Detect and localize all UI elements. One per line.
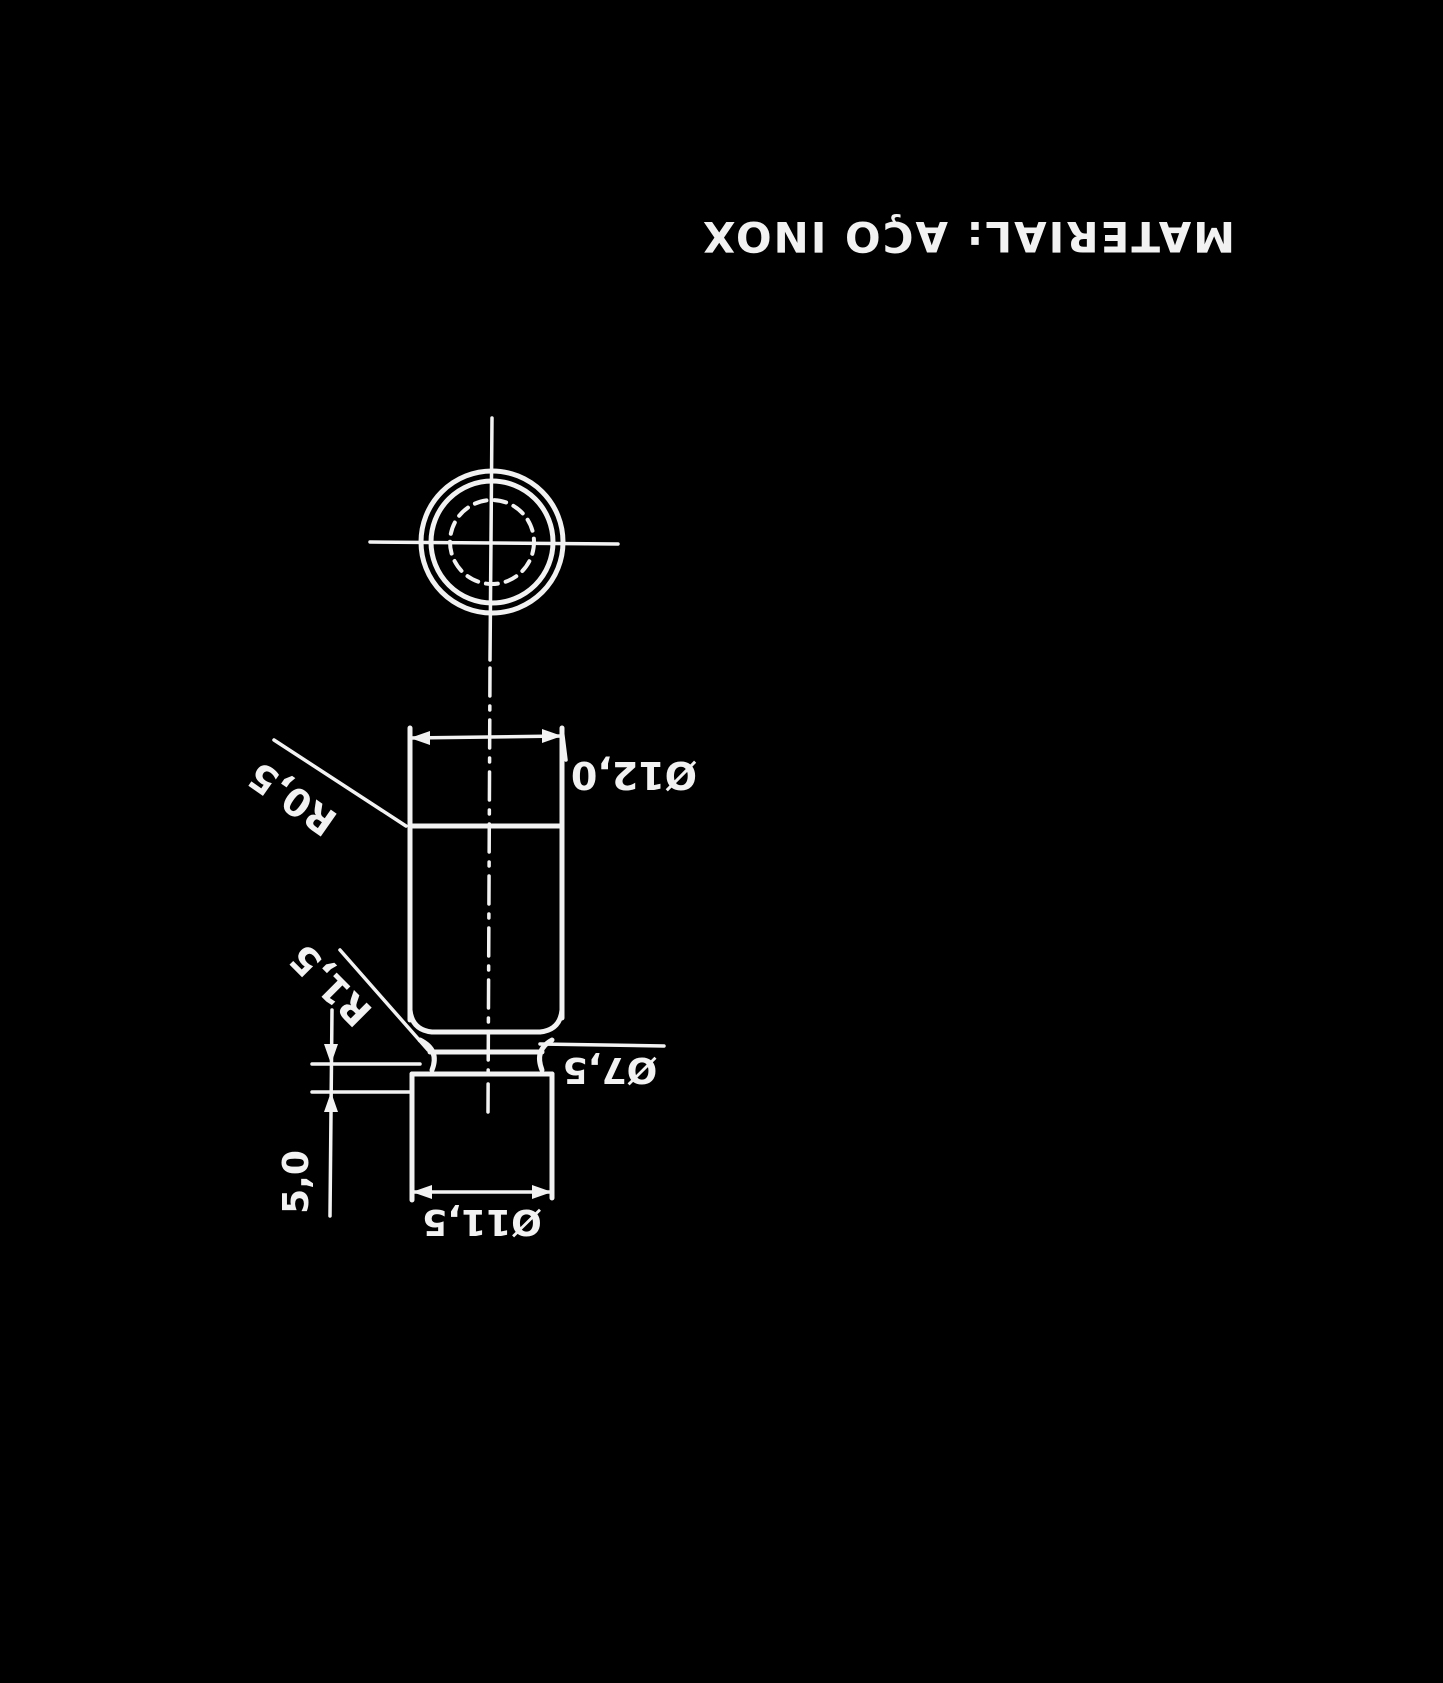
dim-outer-diameter-arrow-left	[410, 731, 430, 745]
end-view-horizontal-centerline	[368, 540, 620, 546]
dim-tip-diameter-label: Ø11,5	[422, 1201, 541, 1242]
axis-centerline	[486, 666, 492, 1114]
dim-tip-length-label: 5,0	[276, 1150, 317, 1214]
dim-groove-radius-leader	[338, 948, 430, 1052]
dim-tip-length-arrow-bottom	[324, 1092, 338, 1112]
body-bottom-right-fillet	[537, 1007, 565, 1035]
dim-outer-diameter-arrow-right	[542, 729, 562, 743]
dim-tip-length-line	[328, 1008, 334, 1218]
end-view-vertical-centerline	[488, 416, 494, 662]
dim-outer-diameter-line	[408, 734, 564, 740]
dim-tip-length-arrow-top	[324, 1044, 338, 1064]
dim-outer-diameter-leader	[560, 726, 568, 762]
dim-groove-diameter-extension	[538, 1042, 666, 1048]
body-bottom-left-fillet	[407, 1007, 435, 1035]
material-note-text: MATERIAL: AÇO INOX	[701, 212, 1235, 261]
dim-outer-diameter-label: Ø12,0	[571, 753, 697, 797]
dim-edge-radius-leader	[272, 738, 408, 828]
dim-tip-diameter-arrow-left	[412, 1185, 432, 1199]
side-view	[407, 725, 565, 1203]
dim-groove-diameter-label: Ø7,5	[563, 1049, 657, 1090]
dim-tip-diameter-arrow-right	[532, 1185, 552, 1199]
end-view	[368, 416, 620, 662]
